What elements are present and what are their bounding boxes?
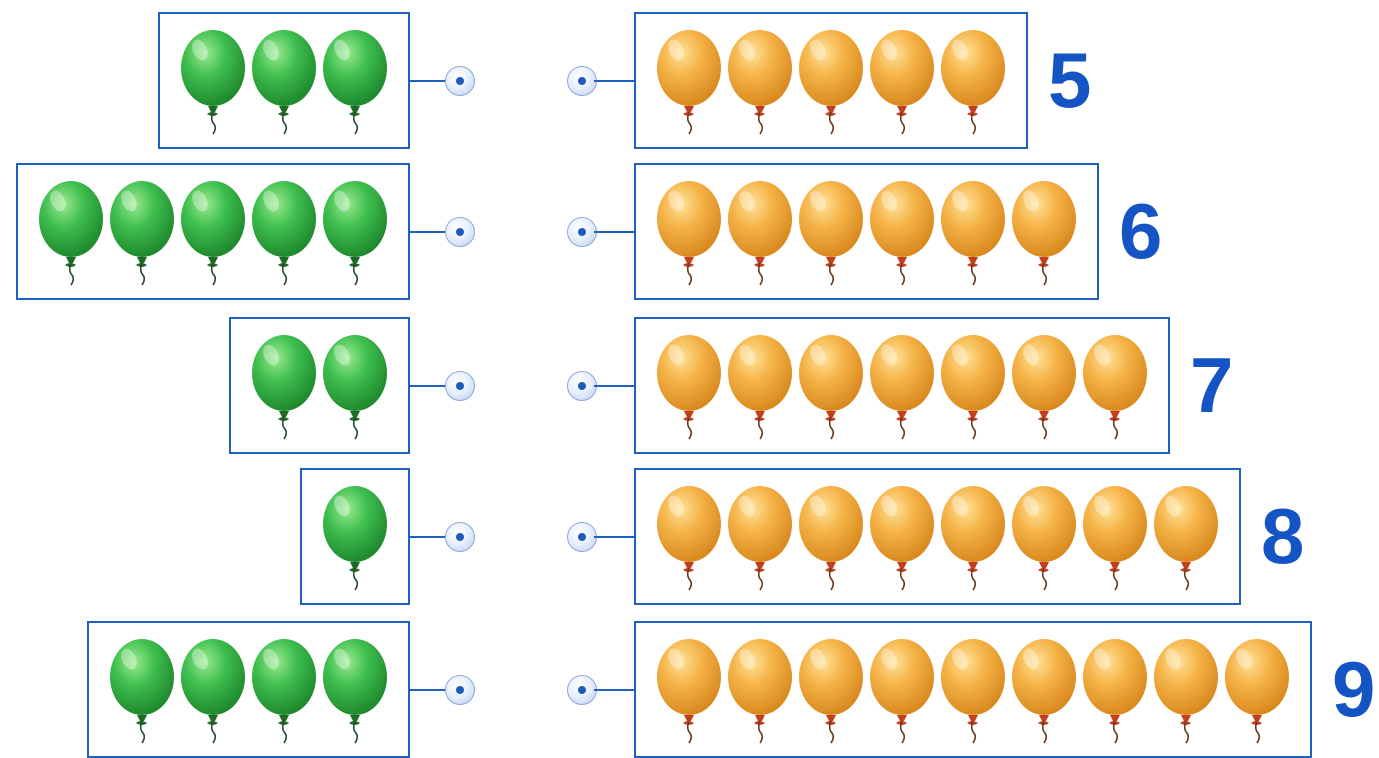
green-balloon-icon — [322, 486, 388, 590]
orange-balloon-icon — [869, 639, 935, 743]
right-match-dot[interactable] — [567, 217, 597, 247]
orange-balloon-icon — [656, 335, 722, 439]
count-number: 8 — [1261, 497, 1304, 575]
orange-balloon-icon — [798, 181, 864, 285]
orange-balloon-icon — [1011, 639, 1077, 743]
left-match-dot[interactable] — [445, 522, 475, 552]
green-balloon-icon — [251, 335, 317, 439]
right-match-dot[interactable] — [567, 66, 597, 96]
orange-balloon-icon — [869, 30, 935, 134]
orange-balloon-box — [634, 468, 1241, 605]
count-number: 5 — [1048, 41, 1091, 119]
green-balloon-icon — [180, 639, 246, 743]
orange-balloon-icon — [869, 486, 935, 590]
orange-balloon-icon — [727, 486, 793, 590]
connector-line — [594, 536, 634, 538]
connector-line — [594, 385, 634, 387]
orange-balloon-icon — [1082, 335, 1148, 439]
left-match-dot[interactable] — [445, 66, 475, 96]
orange-balloon-icon — [727, 639, 793, 743]
orange-balloon-icon — [656, 486, 722, 590]
orange-balloon-icon — [656, 639, 722, 743]
orange-balloon-icon — [656, 181, 722, 285]
green-balloon-icon — [251, 639, 317, 743]
green-balloon-icon — [322, 335, 388, 439]
orange-balloon-icon — [940, 335, 1006, 439]
orange-balloon-icon — [727, 30, 793, 134]
orange-balloon-icon — [1011, 486, 1077, 590]
orange-balloon-icon — [940, 181, 1006, 285]
orange-balloon-icon — [656, 30, 722, 134]
connector-line — [410, 536, 448, 538]
orange-balloon-icon — [940, 30, 1006, 134]
count-number: 7 — [1190, 346, 1233, 424]
count-number: 9 — [1332, 650, 1375, 728]
orange-balloon-icon — [1153, 639, 1219, 743]
orange-balloon-icon — [727, 335, 793, 439]
connector-line — [594, 80, 634, 82]
left-match-dot[interactable] — [445, 675, 475, 705]
orange-balloon-icon — [798, 335, 864, 439]
right-match-dot[interactable] — [567, 371, 597, 401]
connector-line — [410, 80, 448, 82]
orange-balloon-icon — [1011, 181, 1077, 285]
green-balloon-icon — [251, 30, 317, 134]
count-number: 6 — [1119, 192, 1162, 270]
green-balloon-icon — [180, 30, 246, 134]
green-balloon-icon — [251, 181, 317, 285]
orange-balloon-icon — [940, 486, 1006, 590]
orange-balloon-icon — [1082, 639, 1148, 743]
green-balloon-icon — [109, 639, 175, 743]
orange-balloon-icon — [798, 639, 864, 743]
connector-line — [410, 385, 448, 387]
orange-balloon-icon — [1011, 335, 1077, 439]
right-match-dot[interactable] — [567, 522, 597, 552]
green-balloon-icon — [109, 181, 175, 285]
right-match-dot[interactable] — [567, 675, 597, 705]
green-balloon-icon — [180, 181, 246, 285]
left-match-dot[interactable] — [445, 217, 475, 247]
orange-balloon-icon — [1153, 486, 1219, 590]
green-balloon-icon — [322, 181, 388, 285]
connector-line — [410, 689, 448, 691]
left-match-dot[interactable] — [445, 371, 475, 401]
connector-line — [594, 231, 634, 233]
orange-balloon-icon — [869, 335, 935, 439]
orange-balloon-icon — [798, 30, 864, 134]
orange-balloon-icon — [727, 181, 793, 285]
orange-balloon-icon — [1224, 639, 1290, 743]
orange-balloon-icon — [1082, 486, 1148, 590]
orange-balloon-icon — [940, 639, 1006, 743]
green-balloon-icon — [322, 639, 388, 743]
green-balloon-icon — [38, 181, 104, 285]
green-balloon-icon — [322, 30, 388, 134]
connector-line — [594, 689, 634, 691]
orange-balloon-icon — [798, 486, 864, 590]
connector-line — [410, 231, 448, 233]
orange-balloon-icon — [869, 181, 935, 285]
